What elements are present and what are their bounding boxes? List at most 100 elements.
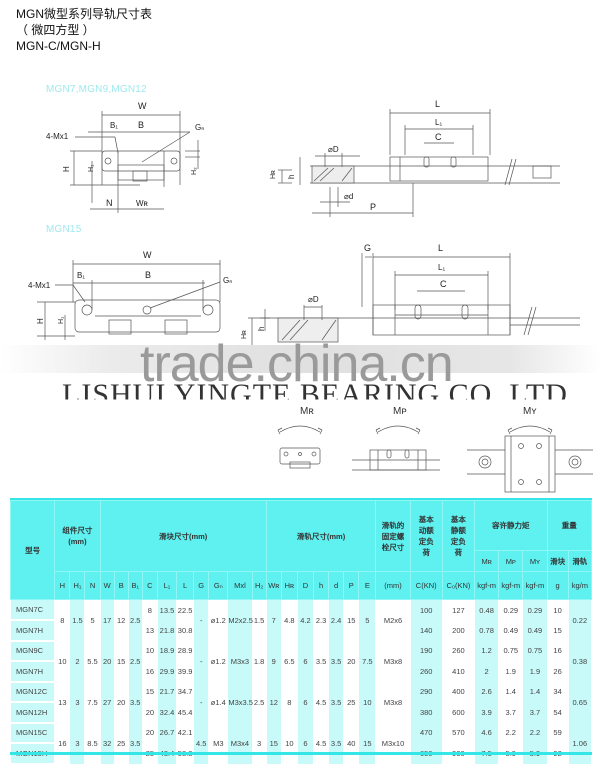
cell-w: 27 — [99, 681, 115, 723]
cell-b1: 2.5 — [127, 599, 143, 641]
column-header: C(KN) — [409, 571, 443, 600]
cell-wr: 15 — [265, 722, 282, 764]
cell-g: - — [193, 681, 210, 723]
cell-m: M3x3.5 — [227, 681, 253, 723]
header-mr: Mʀ — [474, 550, 500, 572]
column-header: L₁ — [156, 571, 178, 600]
svg-text:4-Mx1: 4-Mx1 — [46, 132, 69, 141]
column-header: d — [328, 571, 345, 600]
side-view-diagram-mgn15: G L L₁ C ⌀D Hʀ h — [230, 235, 600, 345]
cell-c: 15 — [141, 681, 158, 702]
column-header: H₁ — [69, 571, 86, 600]
cell-static-load: 200 — [441, 620, 476, 641]
moment-label-mp: Mᴘ — [393, 406, 407, 417]
header-static-load: 基本静额定负荷 — [441, 500, 476, 572]
column-header: Wʀ — [265, 571, 282, 600]
cell-hr: 4.8 — [280, 599, 298, 641]
svg-text:C: C — [435, 132, 442, 142]
cell-m: M2x2.5 — [227, 599, 253, 641]
svg-text:h: h — [287, 175, 296, 179]
cell-g: - — [193, 599, 210, 641]
front-view-diagram-small: W B₁ B Gₙ 4-Mx1 H H₁ H₂ N Wʀ — [40, 95, 240, 220]
cell-rail-weight: 0.65 — [567, 681, 593, 723]
cell-mp: 1.4 — [498, 681, 524, 702]
svg-text:B: B — [138, 120, 144, 130]
watermark-site: trade.china.cn — [140, 335, 454, 393]
title-subtitle: （ 微四方型 ） — [16, 23, 95, 37]
cell-my: 3.7 — [522, 702, 548, 723]
column-header: B — [113, 571, 129, 600]
cell-block-weight: 59 — [546, 722, 569, 743]
cell-static-load: 600 — [441, 702, 476, 723]
cell-mr: 0.78 — [474, 620, 500, 641]
cell-my: 0.75 — [522, 640, 548, 661]
cell-mr: 2 — [474, 661, 500, 682]
cell-mp: 0.75 — [498, 640, 524, 661]
cell-l: 30.8 — [176, 620, 195, 641]
cell-block-weight: 34 — [546, 681, 569, 702]
cell-c: 20 — [141, 702, 158, 723]
svg-text:P: P — [370, 202, 376, 212]
svg-text:H₁: H₁ — [88, 164, 95, 172]
cell-h2: 2.5 — [251, 681, 267, 723]
cell-l: 28.9 — [176, 640, 195, 661]
column-header: C — [141, 571, 158, 600]
cell-mr: 4.6 — [474, 722, 500, 743]
cell-w: 17 — [99, 599, 115, 641]
svg-text:Hʀ: Hʀ — [241, 330, 248, 339]
cell-bolt: M3x10 — [375, 722, 411, 764]
moment-diagram-roll — [270, 418, 330, 478]
cell-model: MGN12H — [9, 702, 56, 724]
moment-label-mr: Mʀ — [300, 406, 314, 417]
cell-my: 0.29 — [522, 599, 548, 620]
cell-static-load: 400 — [441, 681, 476, 702]
cell-h: 4.5 — [312, 722, 330, 764]
section-label-mgn7-12: MGN7,MGN9,MGN12 — [46, 84, 147, 95]
cell-my: 1.9 — [522, 661, 548, 682]
column-header: Mxl — [227, 571, 253, 600]
cell-b: 25 — [113, 722, 129, 764]
title-main: MGN微型系列导轨尺寸表 — [16, 7, 152, 21]
cell-block-weight: 26 — [546, 661, 569, 682]
header-block: 滑块尺寸(mm) — [99, 500, 267, 572]
svg-text:H: H — [62, 166, 71, 172]
cell-b: 20 — [113, 681, 129, 723]
svg-text:H: H — [36, 318, 45, 324]
cell-model: MGN15C — [9, 722, 56, 744]
cell-b: 15 — [113, 640, 129, 682]
cell-n: 7.5 — [84, 681, 101, 723]
column-header: kg/m — [567, 571, 593, 600]
header-rail-weight: 滑轨 — [567, 550, 593, 572]
cell-model: MGN9C — [9, 640, 56, 662]
cell-h1: 2 — [69, 640, 86, 682]
cell-hr: 6.5 — [280, 640, 298, 682]
cell-mp: 0.49 — [498, 620, 524, 641]
cell-l1: 26.7 — [156, 722, 178, 743]
cell-model: MGN7C — [9, 599, 56, 621]
cell-static-load: 260 — [441, 640, 476, 661]
cell-b1: 2.5 — [127, 640, 143, 682]
cell-m: M3x3 — [227, 640, 253, 682]
cell-d: 3.5 — [328, 681, 345, 723]
cell-wr: 9 — [265, 640, 282, 682]
column-header: C₀(KN) — [441, 571, 476, 600]
side-view-diagram-small: L L₁ C ⌀D ⌀d P Hʀ h — [250, 95, 600, 220]
watermark-company: LISHUI YINGTE BEARING CO.,LTD — [62, 378, 568, 411]
header-weight: 重量 — [546, 500, 593, 551]
header-static-moment: 容许静力矩 — [474, 500, 548, 551]
column-header: D — [296, 571, 315, 600]
header-block-weight: 滑块 — [546, 550, 569, 572]
cell-dynamic-load: 140 — [409, 620, 443, 641]
column-header: Hʀ — [280, 571, 298, 600]
cell-g: - — [193, 640, 210, 682]
cell-e: 5 — [358, 599, 377, 641]
column-header: P — [343, 571, 360, 600]
column-header: g — [546, 571, 569, 600]
cell-w: 32 — [99, 722, 115, 764]
cell-dynamic-load: 290 — [409, 681, 443, 702]
cell-h: 10 — [54, 640, 71, 682]
section-label-mgn15: MGN15 — [46, 224, 82, 235]
svg-text:⌀D: ⌀D — [328, 145, 339, 154]
